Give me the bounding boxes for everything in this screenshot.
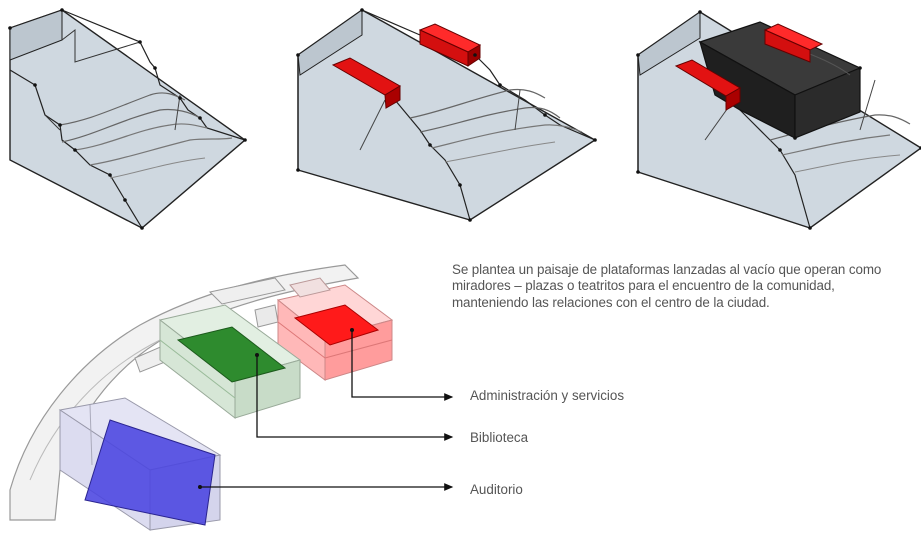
callout-administracion: Administración y servicios <box>470 388 625 403</box>
auditorio-volume <box>58 397 222 531</box>
callout-biblioteca: Biblioteca <box>470 430 529 445</box>
terrain-model-step-2 <box>296 8 597 222</box>
building-program-model <box>9 264 454 531</box>
biblioteca-volume <box>158 304 302 420</box>
terrain-model-step-3 <box>636 10 921 230</box>
red-platform-left <box>331 57 401 109</box>
leader-line-administracion <box>351 330 454 401</box>
terrain-model-step-1 <box>8 8 247 230</box>
description-text: Se plantea un paisaje de plataformas lan… <box>452 262 882 310</box>
dark-volume <box>698 21 862 139</box>
red-platform-right <box>763 23 824 63</box>
red-platform-left <box>674 59 741 111</box>
callout-auditorio: Auditorio <box>470 482 523 497</box>
leader-line-biblioteca <box>256 355 454 441</box>
administracion-volume <box>276 277 394 381</box>
